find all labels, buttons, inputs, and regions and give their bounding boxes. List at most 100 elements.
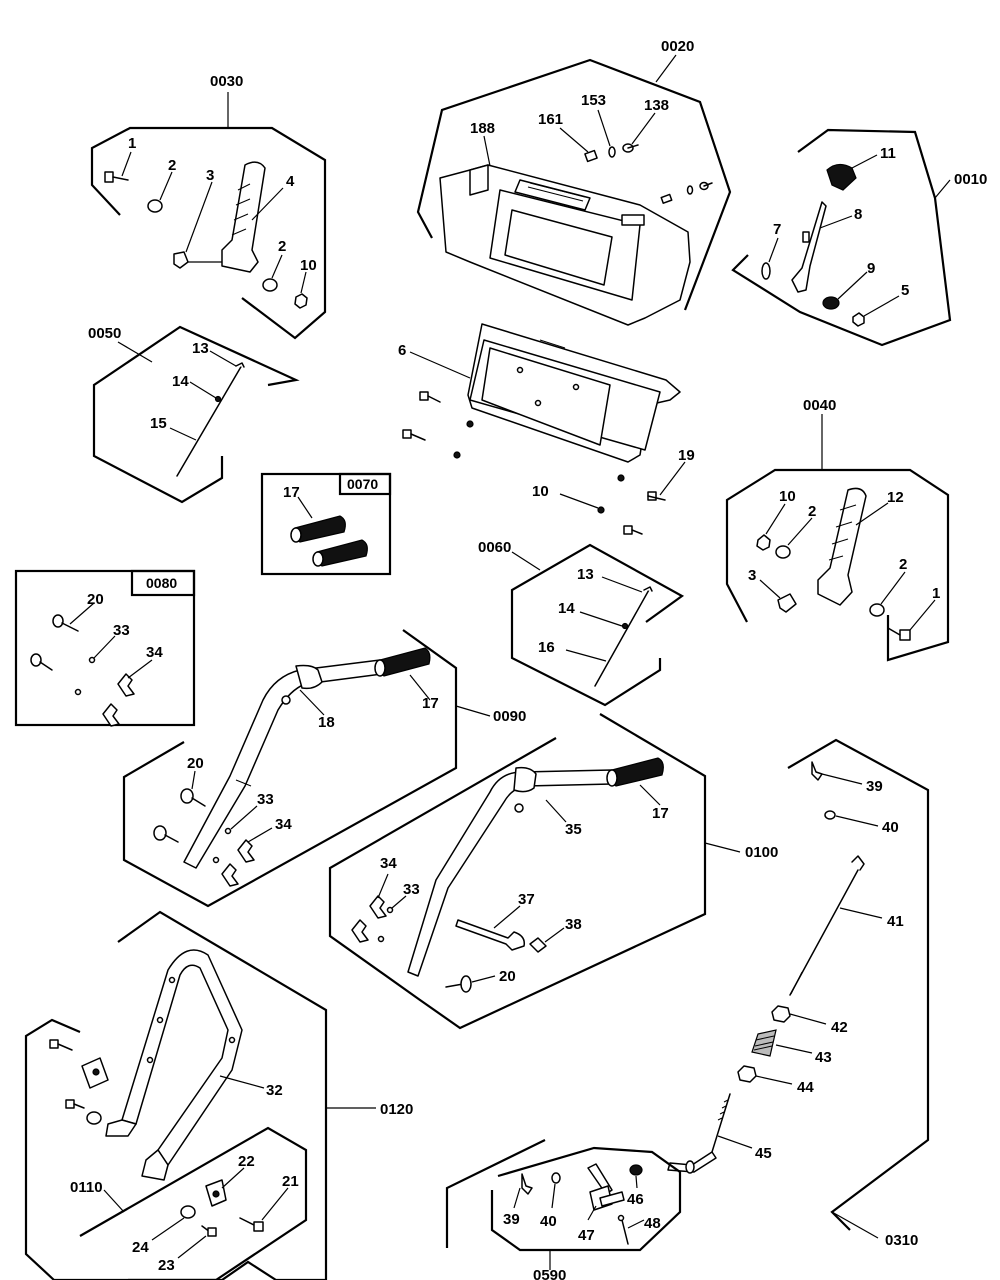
bolt-part-23 bbox=[201, 1225, 217, 1237]
callout-3: 3 bbox=[206, 167, 214, 184]
washer-part-33f bbox=[377, 935, 385, 943]
bolt-part-20a bbox=[52, 614, 79, 632]
group-label-0120: 0120 bbox=[380, 1101, 413, 1118]
group-0060: 0060 13 14 16 bbox=[478, 539, 685, 707]
group-0040: 0040 10 2 12 3 2 1 bbox=[725, 397, 950, 662]
handle-bracket-part-4 bbox=[221, 161, 266, 273]
group-0080: 0080 20 33 34 bbox=[14, 569, 196, 727]
callout-48: 48 bbox=[644, 1215, 661, 1232]
callout-15: 15 bbox=[150, 415, 167, 432]
spacer-part-9 bbox=[822, 296, 840, 310]
group-label-0090: 0090 bbox=[493, 708, 526, 725]
clip-part-39b bbox=[521, 1173, 533, 1195]
wing-nut-part-34a bbox=[117, 673, 135, 697]
callout-10: 10 bbox=[300, 257, 317, 274]
group-0120: 0120 32 bbox=[24, 910, 413, 1280]
callout-1: 1 bbox=[128, 135, 136, 152]
group-0100: 0100 17 35 34 33 37 38 bbox=[328, 713, 778, 1030]
group-label-0050: 0050 bbox=[88, 325, 121, 342]
callout-24: 24 bbox=[132, 1239, 149, 1256]
grip-part-17c bbox=[374, 647, 431, 677]
nut-part-10 bbox=[294, 293, 308, 309]
wing-nut-part-34e bbox=[369, 895, 387, 919]
callout-10c: 10 bbox=[779, 488, 796, 505]
nut-part-plate-1 bbox=[466, 420, 474, 428]
clip-part-161b bbox=[660, 193, 673, 204]
washer-part-33e bbox=[386, 906, 394, 914]
bolt-part-0120b bbox=[65, 1099, 85, 1109]
bushing-part-46 bbox=[629, 1164, 643, 1176]
callout-2d: 2 bbox=[899, 556, 907, 573]
callout-2b: 2 bbox=[278, 238, 286, 255]
group-label-0020: 0020 bbox=[661, 38, 694, 55]
callout-12: 12 bbox=[887, 489, 904, 506]
shift-lever-part-47 bbox=[587, 1163, 625, 1211]
group-0020: 0020 188 161 153 138 bbox=[416, 38, 732, 326]
bolt-part-20b bbox=[30, 653, 53, 671]
bolt-part-20c bbox=[180, 788, 206, 807]
callout-37: 37 bbox=[518, 891, 535, 908]
callout-39a: 39 bbox=[866, 778, 883, 795]
callout-13: 13 bbox=[192, 340, 209, 357]
callout-7: 7 bbox=[773, 221, 781, 238]
pin-part-37 bbox=[455, 919, 526, 951]
nut-part-10c bbox=[756, 534, 771, 551]
callout-23: 23 bbox=[158, 1257, 175, 1274]
callout-153: 153 bbox=[581, 92, 606, 109]
callout-5: 5 bbox=[901, 282, 909, 299]
bolt-part-1b bbox=[887, 627, 911, 641]
callout-21: 21 bbox=[282, 1173, 299, 1190]
callout-41: 41 bbox=[887, 913, 904, 930]
group-label-0040: 0040 bbox=[803, 397, 836, 414]
nut-part-plate-2 bbox=[453, 451, 461, 459]
group-label-0590: 0590 bbox=[533, 1267, 566, 1280]
clip-part-39a bbox=[811, 761, 823, 781]
bolt-part-19b bbox=[623, 525, 643, 535]
grip-part-17b bbox=[312, 539, 368, 567]
callout-11: 11 bbox=[880, 145, 896, 162]
group-label-0060: 0060 bbox=[478, 539, 511, 556]
washer-part-2 bbox=[147, 199, 163, 213]
wing-nut-part-34f bbox=[351, 919, 369, 943]
callout-19: 19 bbox=[678, 447, 695, 464]
group-0590: 0590 39 40 47 46 48 bbox=[490, 1146, 682, 1280]
callout-35: 35 bbox=[565, 821, 582, 838]
callout-20c: 20 bbox=[187, 755, 204, 772]
callout-38: 38 bbox=[565, 916, 582, 933]
washer-part-2c bbox=[775, 545, 791, 559]
bolt-part-19 bbox=[647, 491, 666, 501]
callout-20e: 20 bbox=[499, 968, 516, 985]
lever-part-8 bbox=[791, 201, 827, 293]
bolt-part-20e bbox=[445, 975, 472, 993]
group-label-0310: 0310 bbox=[885, 1232, 918, 1249]
callout-44: 44 bbox=[797, 1079, 814, 1096]
knob-part-3b bbox=[777, 593, 797, 613]
callout-3b: 3 bbox=[748, 567, 756, 584]
screw-part-138 bbox=[622, 143, 639, 153]
washer-part-2d bbox=[869, 603, 885, 617]
group-0090: 0090 17 18 20 33 34 bbox=[122, 629, 526, 908]
callout-1b: 1 bbox=[932, 585, 940, 602]
washer-part-24 bbox=[180, 1205, 196, 1219]
bolt-part-21 bbox=[239, 1217, 264, 1232]
group-label-0110: 0110 bbox=[70, 1179, 103, 1196]
callout-33a: 33 bbox=[113, 622, 130, 639]
handle-bracket-part-12 bbox=[817, 487, 867, 606]
console-plate-part-6 bbox=[467, 323, 681, 463]
washer-part-2b bbox=[262, 278, 278, 292]
pin-part-48 bbox=[617, 1214, 629, 1245]
callout-43: 43 bbox=[815, 1049, 832, 1066]
callout-4: 4 bbox=[286, 173, 295, 190]
callout-34a: 34 bbox=[146, 644, 163, 661]
handle-frame-part-32 bbox=[105, 949, 243, 1181]
group-0310: 0310 39 40 41 42 43 44 4 bbox=[445, 738, 930, 1249]
callout-16: 16 bbox=[538, 639, 555, 656]
callout-6: 6 bbox=[398, 342, 406, 359]
callout-47: 47 bbox=[578, 1227, 595, 1244]
callout-18: 18 bbox=[318, 714, 335, 731]
callout-45: 45 bbox=[755, 1145, 772, 1162]
wing-nut-part-34d bbox=[221, 863, 239, 887]
callout-17c: 17 bbox=[422, 695, 439, 712]
shift-arm-part-45 bbox=[667, 1093, 731, 1174]
callout-39b: 39 bbox=[503, 1211, 520, 1228]
